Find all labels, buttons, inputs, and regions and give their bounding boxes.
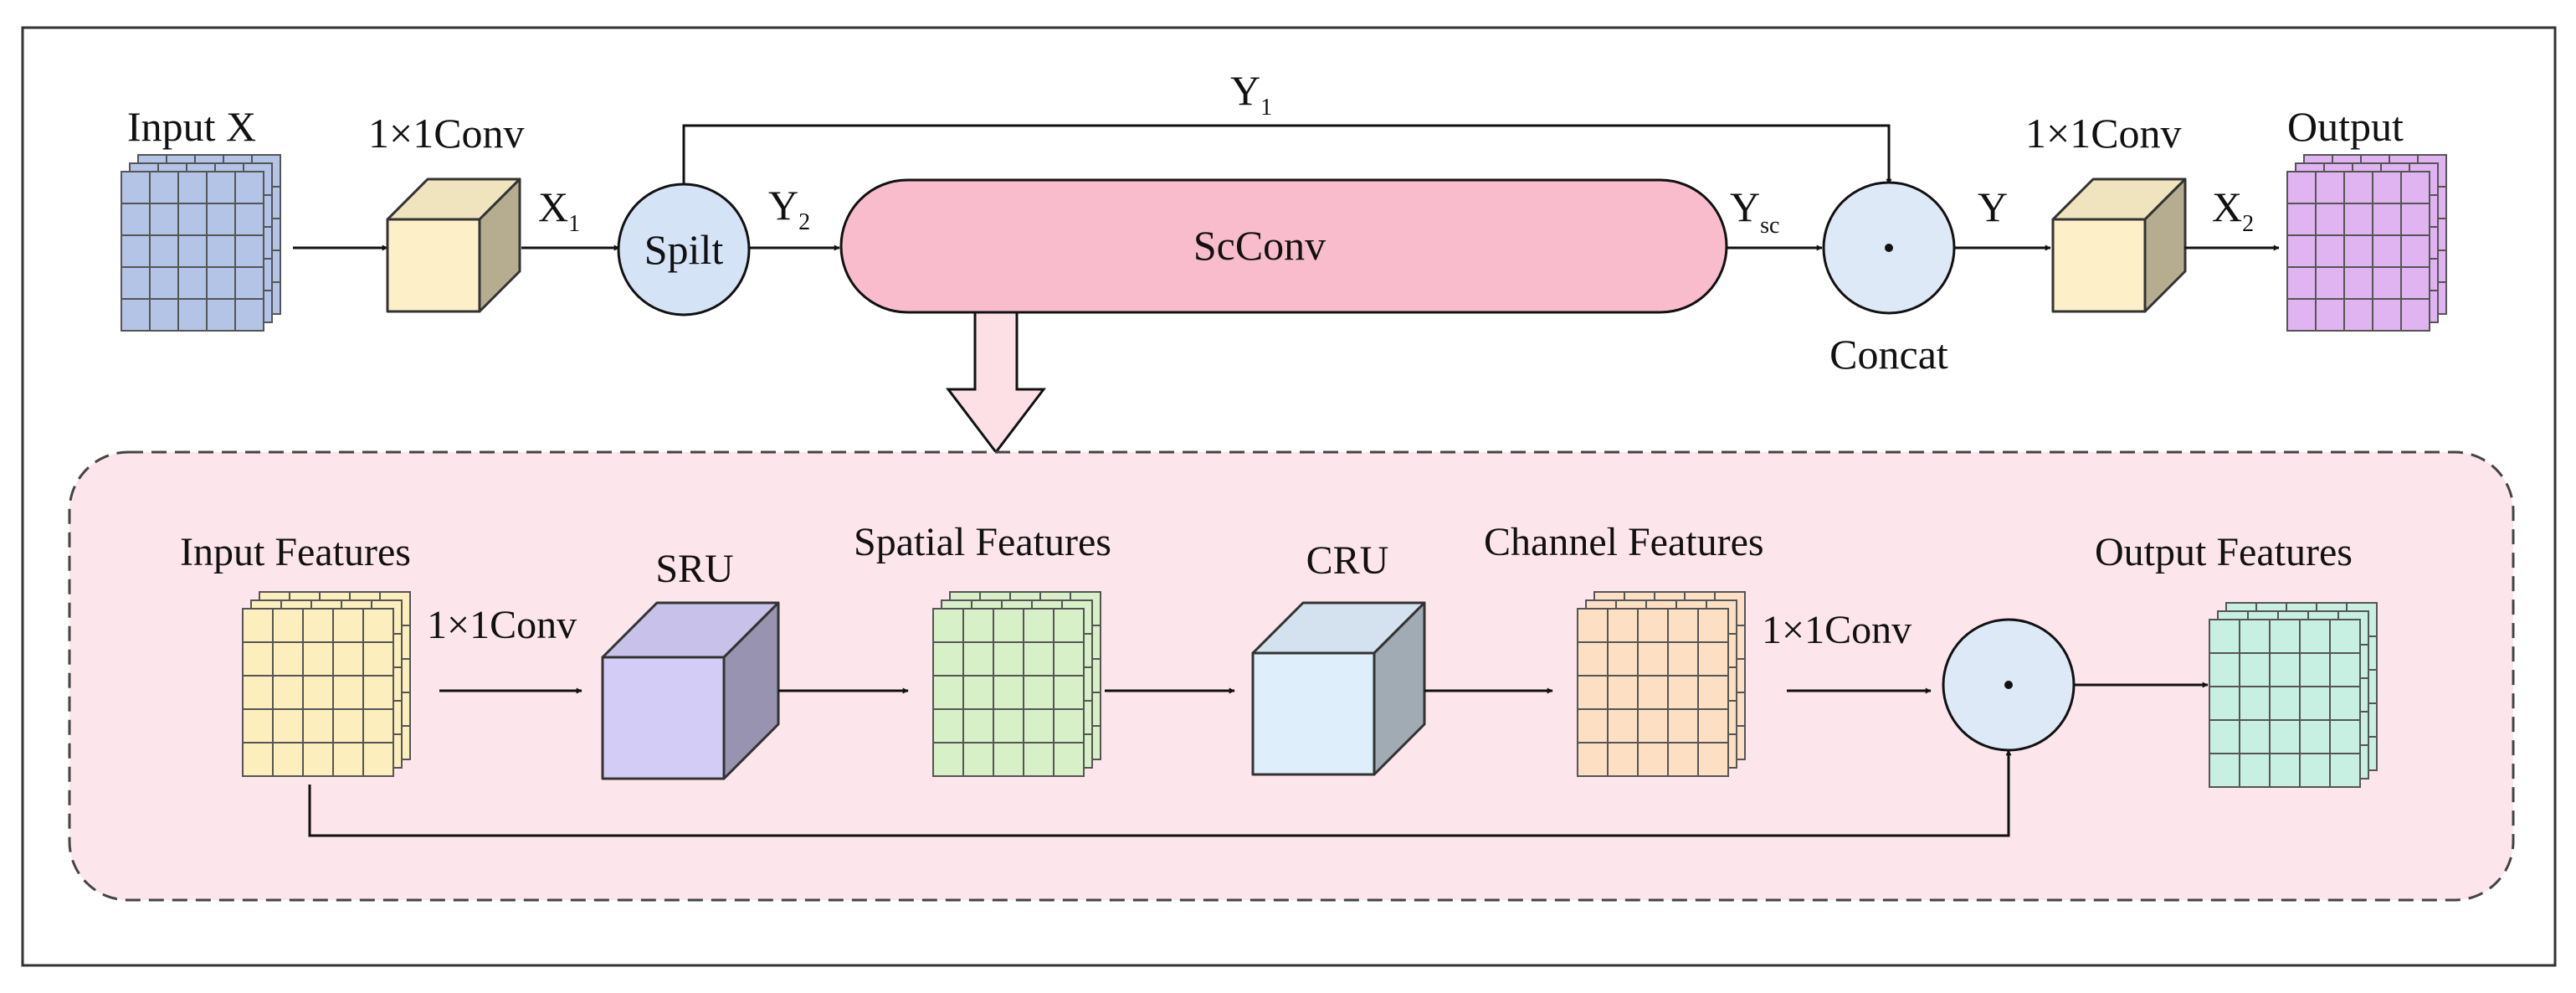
- conv2-cube: [2051, 178, 2187, 313]
- y1-label: Y1: [1230, 67, 1272, 121]
- sru-label: SRU: [655, 547, 733, 591]
- conv1-label: 1×1Conv: [368, 110, 525, 157]
- cru-label: CRU: [1306, 538, 1389, 583]
- input-features-grid: [242, 591, 411, 777]
- concat-dot-icon: [1885, 244, 1893, 252]
- input-features-label: Input Features: [180, 530, 411, 574]
- y1-bypass-line: [682, 124, 1892, 185]
- spatial-features-grid: [932, 591, 1101, 777]
- spatial-features-label: Spatial Features: [854, 520, 1111, 564]
- sru-cube: [601, 601, 780, 780]
- conv-a-label: 1×1Conv: [427, 603, 577, 647]
- x1-label: X1: [538, 183, 580, 237]
- concat-label: Concat: [1829, 331, 1948, 378]
- split-label: Spilt: [644, 226, 724, 273]
- scconv-block: [839, 178, 1728, 314]
- output-label: Output: [2287, 103, 2404, 150]
- x2-label: X2: [2212, 183, 2254, 237]
- output-features-grid: [2209, 602, 2378, 788]
- scconv-label: ScConv: [1193, 222, 1326, 269]
- input-x-label: Input X: [127, 103, 256, 150]
- channel-features-label: Channel Features: [1484, 520, 1764, 564]
- ysc-label: Ysc: [1730, 183, 1779, 239]
- input-x-grid: [121, 154, 281, 332]
- expand-down-arrow-icon: [945, 311, 1047, 455]
- channel-features-grid: [1577, 591, 1746, 777]
- y2-label: Y2: [768, 182, 810, 235]
- product-dot-icon: [2004, 681, 2013, 689]
- output-features-label: Output Features: [2095, 530, 2353, 574]
- conv1-cube: [386, 178, 521, 313]
- y-label: Y: [1978, 183, 2008, 230]
- conv2-label: 1×1Conv: [2025, 110, 2182, 157]
- cru-cube: [1251, 601, 1426, 776]
- output-grid: [2286, 154, 2447, 332]
- skip-connection-line: [308, 749, 2012, 837]
- conv-b-label: 1×1Conv: [1762, 608, 1911, 652]
